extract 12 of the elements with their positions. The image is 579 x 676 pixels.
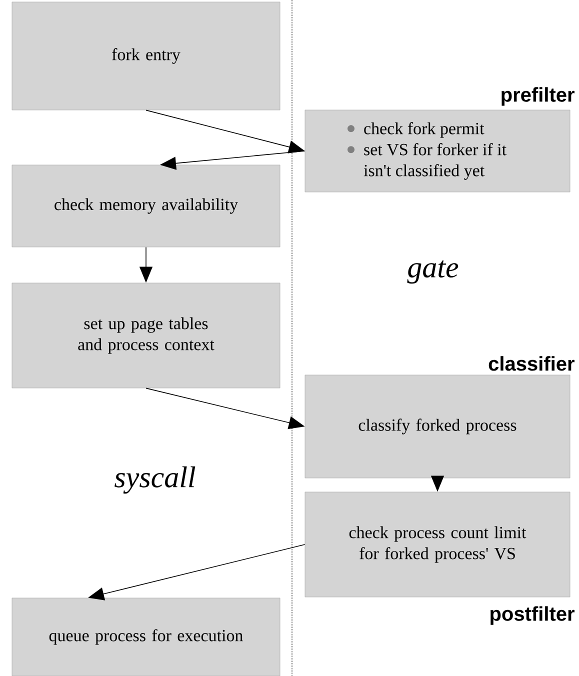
region-label: gate [407, 260, 458, 284]
process-box: classify forked process [304, 374, 570, 478]
stage-heading: prefilter [502, 87, 574, 106]
region-label: syscall [114, 466, 196, 494]
process-box: check process count limit for forked process' VS [304, 492, 570, 598]
process-box: set up page tables and process context [12, 282, 280, 388]
stage-heading: classifier [488, 356, 574, 371]
stage-heading: postfilter [490, 606, 574, 625]
process-box: queue process for execution [12, 598, 280, 676]
process-box: check memory availability [12, 164, 280, 248]
process-box: check fork permit set VS for forker if it isn't classified yet [304, 110, 570, 192]
process-box: fork entry [12, 2, 280, 110]
